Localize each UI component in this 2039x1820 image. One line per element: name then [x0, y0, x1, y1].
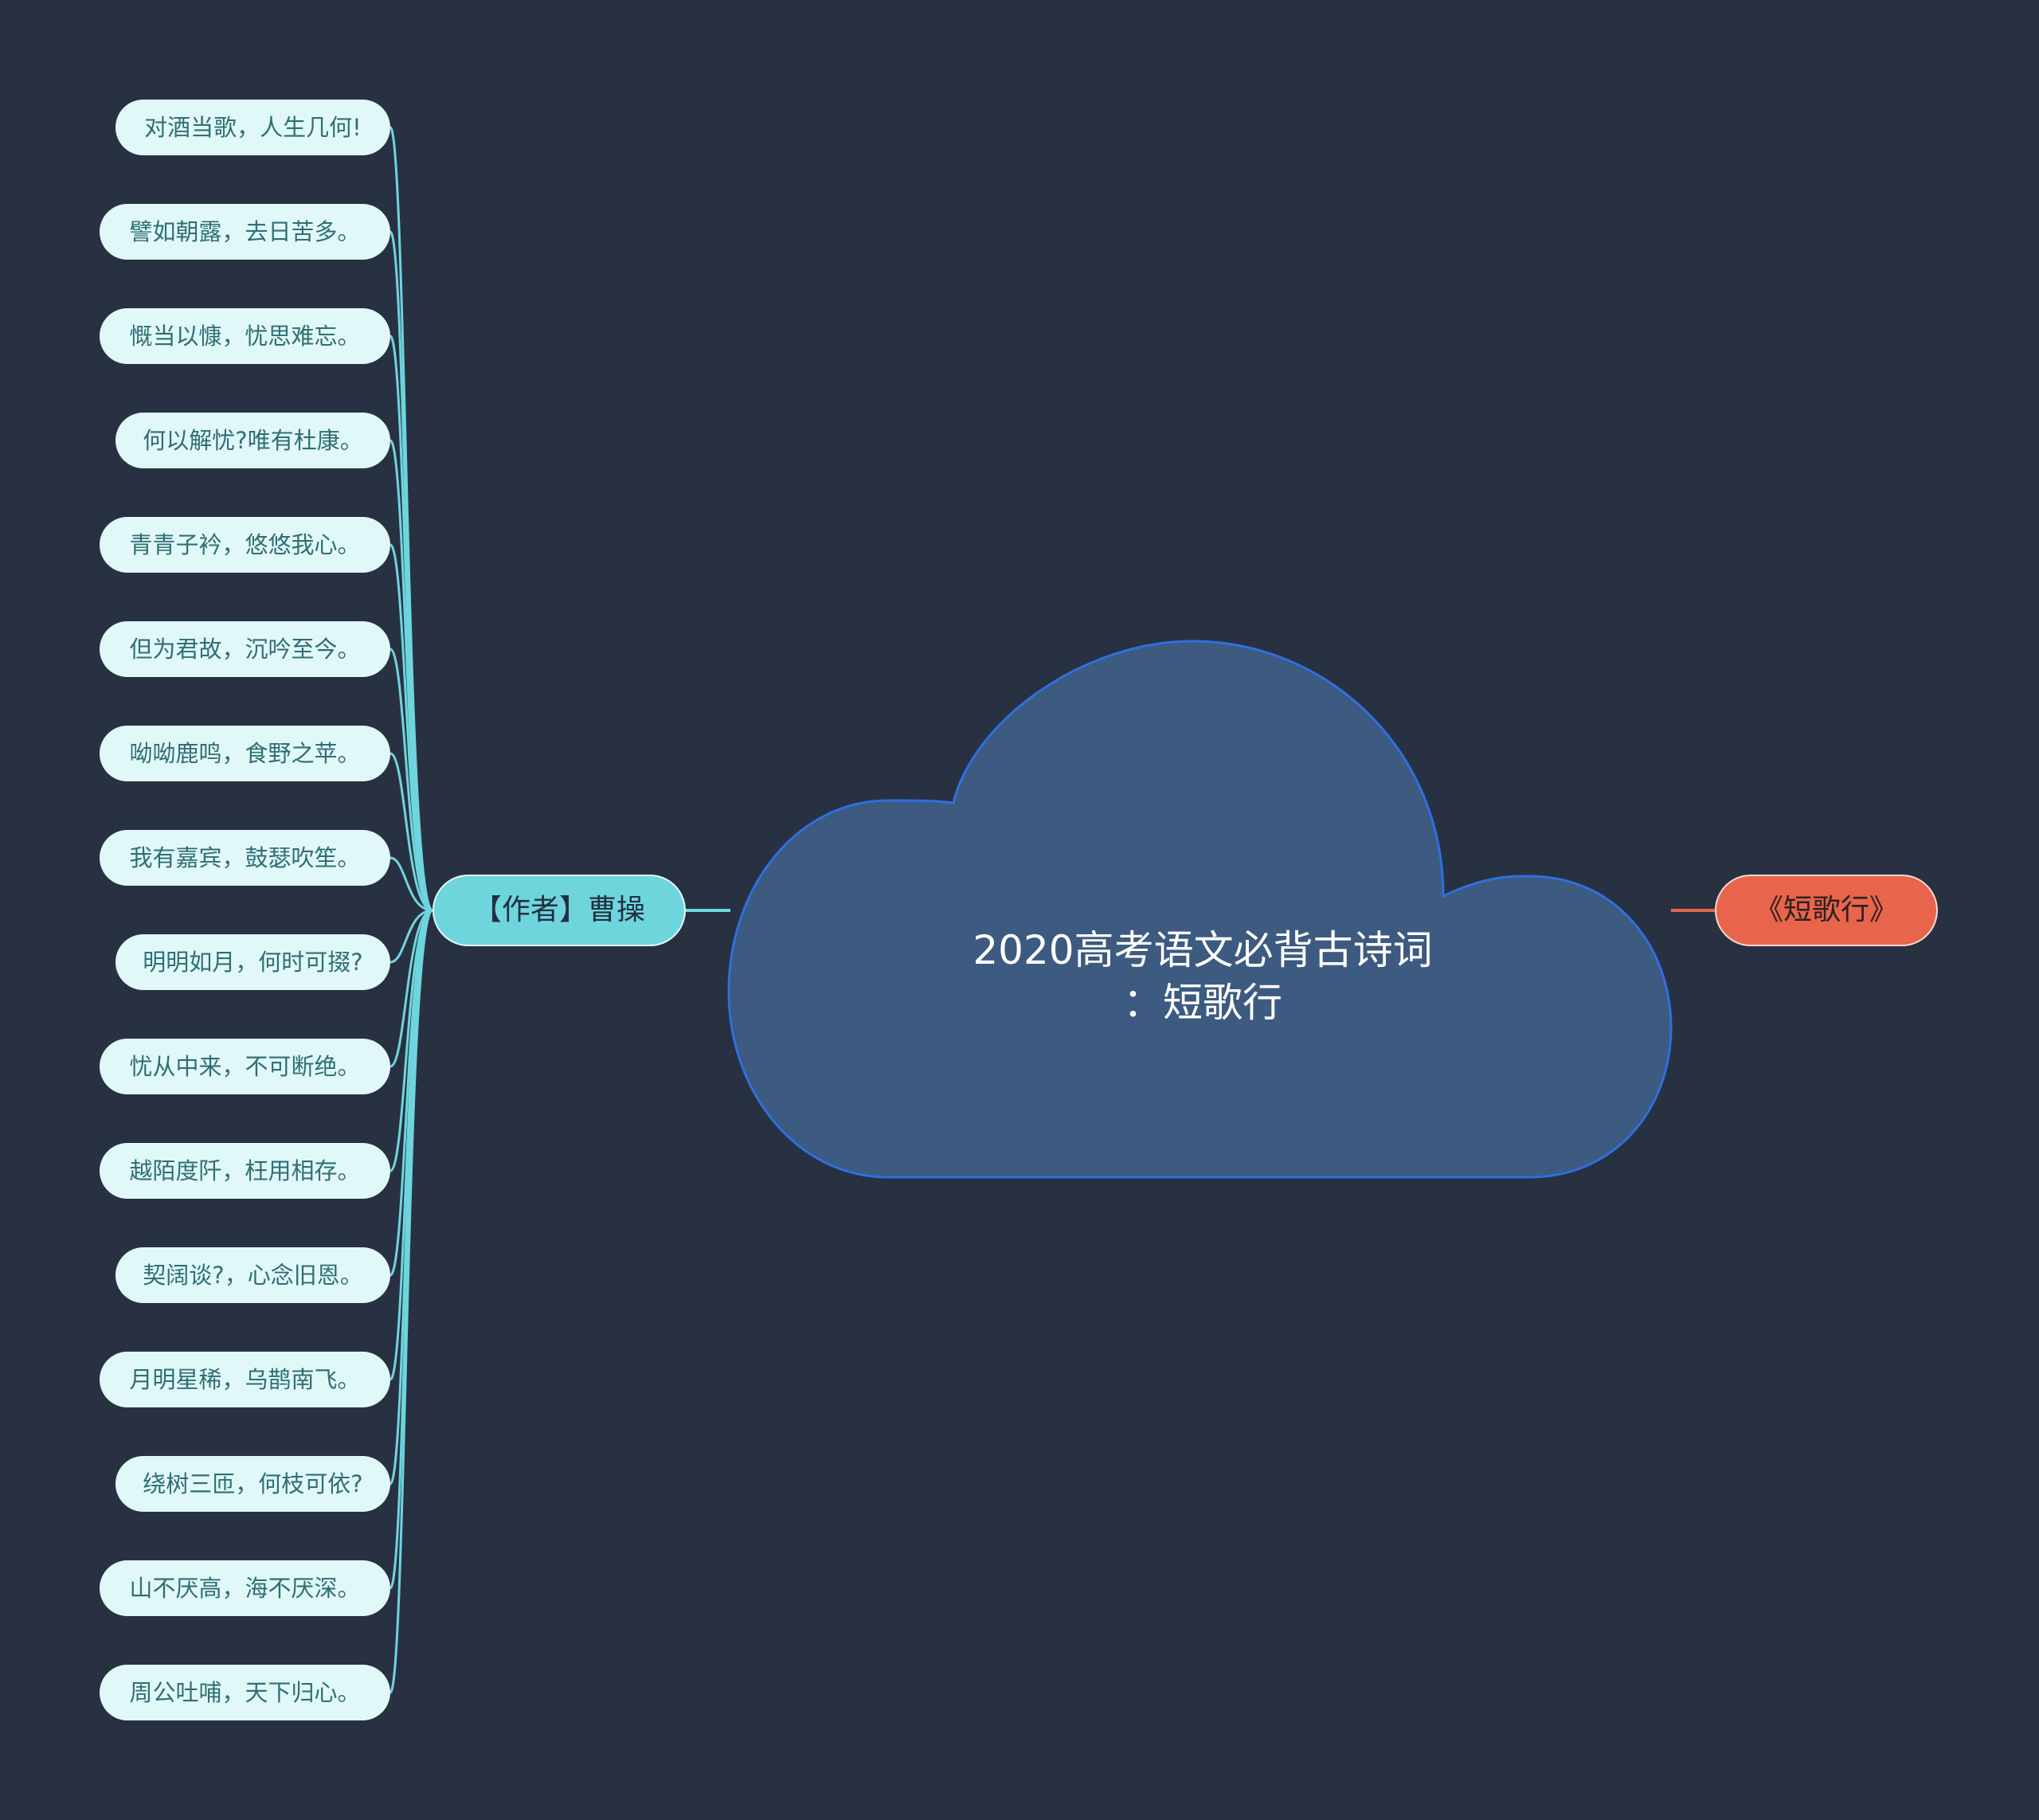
poem-line-node[interactable]: 慨当以慷，忧思难忘。	[100, 308, 390, 364]
poem-line-node[interactable]: 忧从中来，不可断绝。	[100, 1039, 390, 1094]
poem-line-node[interactable]: 呦呦鹿鸣，食野之苹。	[100, 726, 390, 781]
poem-line-node[interactable]: 我有嘉宾，鼓瑟吹笙。	[100, 830, 390, 886]
central-cloud	[727, 640, 1673, 1179]
central-topic[interactable]: 2020高考语文必背古诗词 ：短歌行	[876, 924, 1529, 1029]
poem-line-connector	[389, 909, 434, 1694]
poem-line-node[interactable]: 月明星稀，乌鹊南飞。	[100, 1352, 390, 1407]
poem-line-node[interactable]: 越陌度阡，枉用相存。	[100, 1143, 390, 1199]
poem-line-connector	[389, 439, 433, 912]
poem-line-node[interactable]: 譬如朝露，去日苦多。	[100, 204, 390, 260]
poem-line-connector	[389, 856, 433, 912]
central-topic-line1: 2020高考语文必背古诗词	[973, 927, 1433, 973]
poem-line-node[interactable]: 周公吐哺，天下归心。	[100, 1665, 390, 1720]
poem-line-node[interactable]: 何以解忧?唯有杜康。	[115, 413, 390, 468]
author-node[interactable]: 【作者】曹操	[432, 875, 686, 946]
poem-line-node[interactable]: 契阔谈?，心念旧恩。	[115, 1247, 390, 1303]
central-topic-line2: ：短歌行	[1123, 980, 1282, 1026]
title-node[interactable]: 《短歌行》	[1715, 875, 1938, 946]
leaf-connectors	[389, 126, 434, 1694]
poem-line-node[interactable]: 但为君故，沉吟至今。	[100, 621, 390, 677]
poem-line-connector	[389, 909, 433, 964]
poem-line-node[interactable]: 对酒当歌，人生几何!	[115, 100, 390, 155]
poem-line-node[interactable]: 青青子衿，悠悠我心。	[100, 517, 390, 573]
poem-line-connector	[389, 752, 433, 912]
poem-line-node[interactable]: 明明如月，何时可掇?	[115, 934, 390, 990]
poem-line-node[interactable]: 绕树三匝，何枝可依?	[115, 1456, 390, 1512]
poem-line-connector	[389, 648, 433, 912]
poem-line-connector	[389, 543, 433, 912]
poem-line-connector	[389, 909, 433, 1068]
poem-line-node[interactable]: 山不厌高，海不厌深。	[100, 1560, 390, 1616]
